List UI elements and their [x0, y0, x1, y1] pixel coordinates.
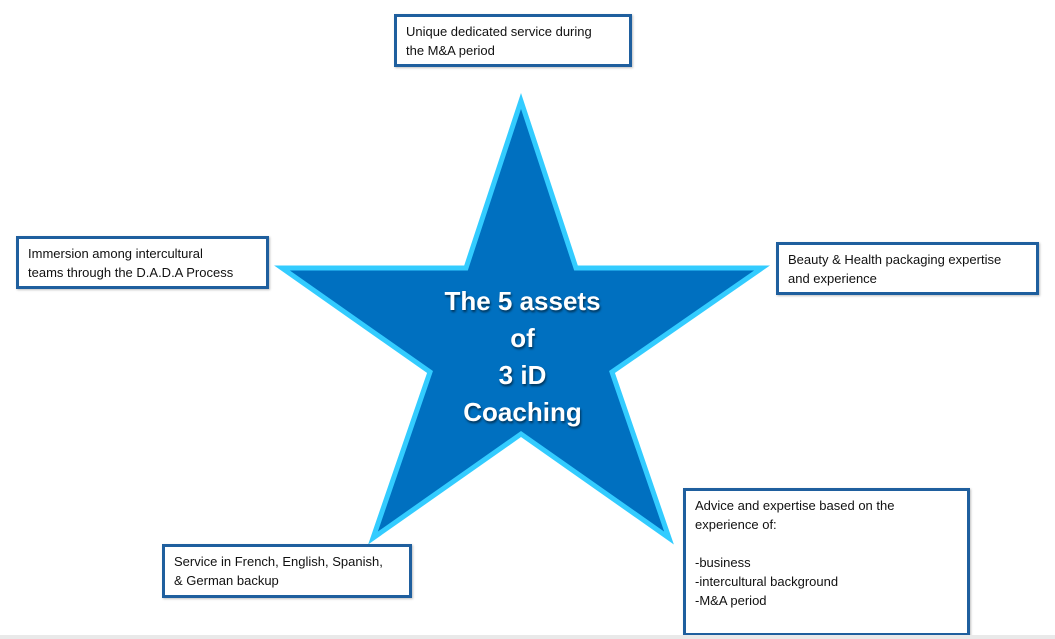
- asset-box-text-line: Service in French, English, Spanish,: [174, 554, 383, 569]
- star-title-line-3: 3 iD: [498, 360, 547, 390]
- asset-box-list-item: -M&A period: [695, 593, 767, 608]
- star-title-line-1: The 5 assets: [444, 286, 601, 316]
- asset-box-text-line: Beauty & Health packaging expertise: [788, 252, 1002, 267]
- asset-box-languages: Service in French, English, Spanish, & G…: [162, 544, 412, 598]
- asset-box-text-line: & German backup: [174, 573, 279, 588]
- asset-box-list-item: -business: [695, 555, 751, 570]
- bottom-divider: [0, 635, 1055, 639]
- asset-box-packaging-expertise: Beauty & Health packaging expertise and …: [776, 242, 1039, 295]
- asset-box-text-line: the M&A period: [406, 43, 495, 58]
- asset-box-advice-expertise: Advice and expertise based on the experi…: [683, 488, 970, 636]
- asset-box-text-line: teams through the D.A.D.A Process: [28, 265, 234, 280]
- asset-box-text-line: Immersion among intercultural: [28, 246, 203, 261]
- asset-box-text-line: and experience: [788, 271, 877, 286]
- asset-box-text-line: experience of:: [695, 517, 777, 532]
- asset-box-text-line: Unique dedicated service during: [406, 24, 592, 39]
- asset-box-list-item: -intercultural background: [695, 574, 839, 589]
- asset-box-intercultural-immersion: Immersion among intercultural teams thro…: [16, 236, 269, 289]
- asset-box-dedicated-service: Unique dedicated service during the M&A …: [394, 14, 632, 67]
- asset-box-spacer: [695, 534, 958, 553]
- star-polygon: [274, 93, 770, 545]
- star-title-line-4: Coaching: [463, 397, 582, 427]
- asset-box-text-line: Advice and expertise based on the: [695, 498, 895, 513]
- star-title: The 5 assets of 3 iD Coaching: [400, 283, 645, 431]
- star-title-line-2: of: [510, 323, 535, 353]
